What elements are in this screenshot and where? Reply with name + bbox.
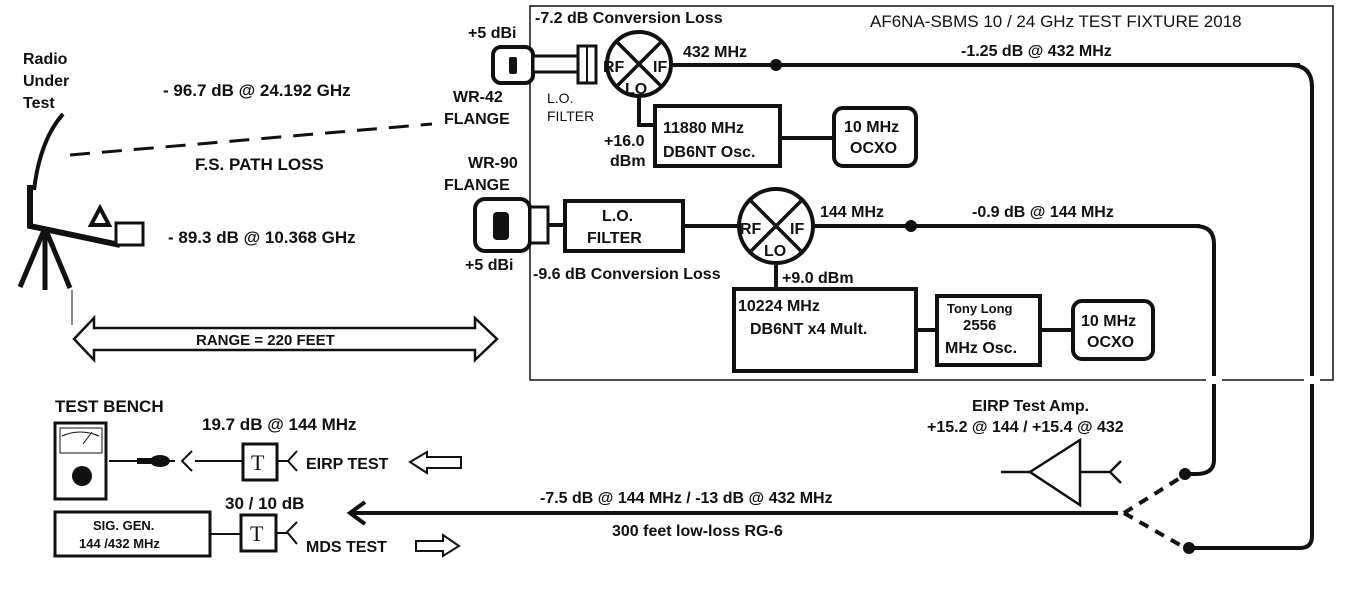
- cable-24-route: [1190, 63, 1314, 550]
- transverter-box-icon: [114, 221, 145, 247]
- amp-label: EIRP Test Amp.: [972, 398, 1089, 415]
- conversion-loss-24: -7.2 dB Conversion Loss: [535, 10, 723, 27]
- ocxo-24-box: [832, 106, 918, 168]
- feedline-arrowhead: [346, 500, 367, 526]
- eirp-test-label: EIRP TEST: [306, 456, 389, 473]
- mixer-24-lo: LO: [625, 81, 647, 98]
- ocxo-10-label-1: 10 MHz: [1081, 313, 1136, 330]
- dish-mount-icon: [27, 185, 121, 248]
- oscillator-10-label-1: Tony Long: [947, 301, 1013, 316]
- path-24ghz-dashed-line: [69, 122, 433, 157]
- ocxo-10-box: [1071, 299, 1155, 361]
- wr90-aperture-icon: [493, 212, 509, 240]
- radio-label-line-1: Radio: [23, 51, 68, 68]
- cable-loss-24: -1.25 dB @ 432 MHz: [961, 43, 1112, 60]
- waveguide-10: [528, 205, 550, 245]
- ocxo-24-label-1: 10 MHz: [844, 119, 899, 136]
- oscillator-24-label-1: 11880 MHz: [663, 120, 744, 137]
- oscillator-10-box: [935, 294, 1042, 367]
- if-freq-24: 432 MHz: [683, 44, 747, 61]
- fixture-title: AF6NA-SBMS 10 / 24 GHz TEST FIXTURE 2018: [870, 12, 1242, 31]
- mds-atten-value: 30 / 10 dB: [225, 494, 304, 513]
- mixer-24-if: IF: [653, 59, 667, 76]
- enclosure-gap-1: [1206, 376, 1222, 384]
- cable-loss-10: -0.9 dB @ 144 MHz: [972, 204, 1114, 221]
- waveguide-24: [531, 54, 582, 74]
- junction-dot-10: [905, 220, 917, 232]
- wr90-flange-label-1: WR-90: [468, 155, 518, 172]
- mds-attenuator-symbol: T: [250, 521, 264, 546]
- wr42-aperture-icon: [509, 57, 517, 74]
- mds-attenuator-icon: [239, 513, 278, 553]
- junction-dot-24: [770, 59, 782, 71]
- fixture-enclosure: [529, 5, 1334, 381]
- lo-level-10: +9.0 dBm: [782, 270, 854, 287]
- dish-reflector-icon: [32, 112, 65, 191]
- radio-label-line-3: Test: [23, 95, 55, 112]
- radio-under-test: Radio Under Test: [17, 51, 145, 290]
- eirp-atten-value: 19.7 dB @ 144 MHz: [202, 415, 357, 434]
- multiplier-10-label-1: 10224 MHz: [738, 298, 820, 315]
- oscillator-10-label-3: MHz Osc.: [945, 340, 1017, 357]
- mixer-10-lo: LO: [764, 243, 786, 260]
- power-meter-icon: [53, 421, 108, 501]
- wr42-gain: +5 dBi: [468, 25, 516, 42]
- coax-switch-icon: [1122, 476, 1182, 547]
- mixer-24-rf: RF: [603, 59, 625, 76]
- wr42-flange-label-1: WR-42: [453, 89, 503, 106]
- amplifier-icon: [1001, 437, 1122, 508]
- connector-mds: [285, 521, 298, 545]
- eirp-attenuator-symbol: T: [251, 450, 265, 475]
- feedline-loss: -7.5 dB @ 144 MHz / -13 dB @ 432 MHz: [540, 490, 833, 507]
- path-loss-24ghz: - 96.7 dB @ 24.192 GHz: [163, 81, 351, 100]
- oscillator-24-label-2: DB6NT Osc.: [663, 144, 755, 161]
- lo-level-24-2: dBm: [610, 153, 646, 170]
- multiplier-10-label-2: DB6NT x4 Mult.: [750, 321, 867, 338]
- mds-test-label: MDS TEST: [306, 539, 387, 556]
- lo-filter-10-label-2: FILTER: [587, 230, 642, 247]
- wr90-gain: +5 dBi: [465, 257, 513, 274]
- feed-horn-icon: [87, 203, 113, 227]
- conversion-loss-10: -9.6 dB Conversion Loss: [533, 266, 721, 283]
- multiplier-10-box: [732, 287, 918, 373]
- amp-gain: +15.2 @ 144 / +15.4 @ 432: [927, 419, 1124, 436]
- lo-feed-24: [637, 96, 656, 127]
- sig-gen-label-1: SIG. GEN.: [93, 518, 154, 533]
- lo-filter-10-box: [563, 199, 685, 253]
- range-label: RANGE = 220 FEET: [196, 332, 335, 349]
- sig-gen-box: [53, 510, 212, 558]
- mixer-24-icon: RF IF LO: [603, 30, 673, 98]
- connector-eirp-right: [286, 450, 298, 472]
- path-loss-10ghz: - 89.3 dB @ 10.368 GHz: [168, 228, 356, 247]
- switch-contact-upper: [1179, 468, 1191, 480]
- enclosure-gap-2: [1304, 376, 1320, 384]
- connector-eirp-left: [180, 450, 193, 472]
- radio-label-line-2: Under: [23, 73, 69, 90]
- ocxo-10-label-2: OCXO: [1087, 334, 1134, 351]
- cable-10-route: [1189, 224, 1216, 476]
- oscillator-10-label-2: 2556: [963, 317, 996, 334]
- range-double-arrow: [72, 314, 499, 364]
- eirp-test-arrow-icon: [408, 450, 462, 475]
- wr42-flange-label-2: FLANGE: [444, 111, 510, 128]
- mixer-10-if: IF: [790, 221, 804, 238]
- path-loss-label: F.S. PATH LOSS: [195, 155, 324, 174]
- ocxo-24-label-2: OCXO: [850, 140, 897, 157]
- lo-level-24-1: +16.0: [604, 133, 645, 150]
- lo-filter-24-label-1: L.O.: [547, 90, 573, 106]
- mixer-10-icon: RF IF LO: [737, 187, 815, 265]
- power-sensor-body: [137, 458, 161, 464]
- mixer-10-rf: RF: [740, 221, 762, 238]
- bench-label: TEST BENCH: [55, 397, 164, 416]
- wr90-flange-label-2: FLANGE: [444, 177, 510, 194]
- tripod-icon: [17, 227, 73, 290]
- lo-filter-10-label-1: L.O.: [602, 208, 633, 225]
- feedline-description: 300 feet low-loss RG-6: [612, 523, 783, 540]
- sig-gen-label-2: 144 /432 MHz: [79, 536, 160, 551]
- lo-filter-24-label-2: FILTER: [547, 108, 594, 124]
- mds-test-arrow-icon: [415, 533, 461, 558]
- if-freq-10: 144 MHz: [820, 204, 884, 221]
- switch-contact-lower: [1183, 542, 1195, 554]
